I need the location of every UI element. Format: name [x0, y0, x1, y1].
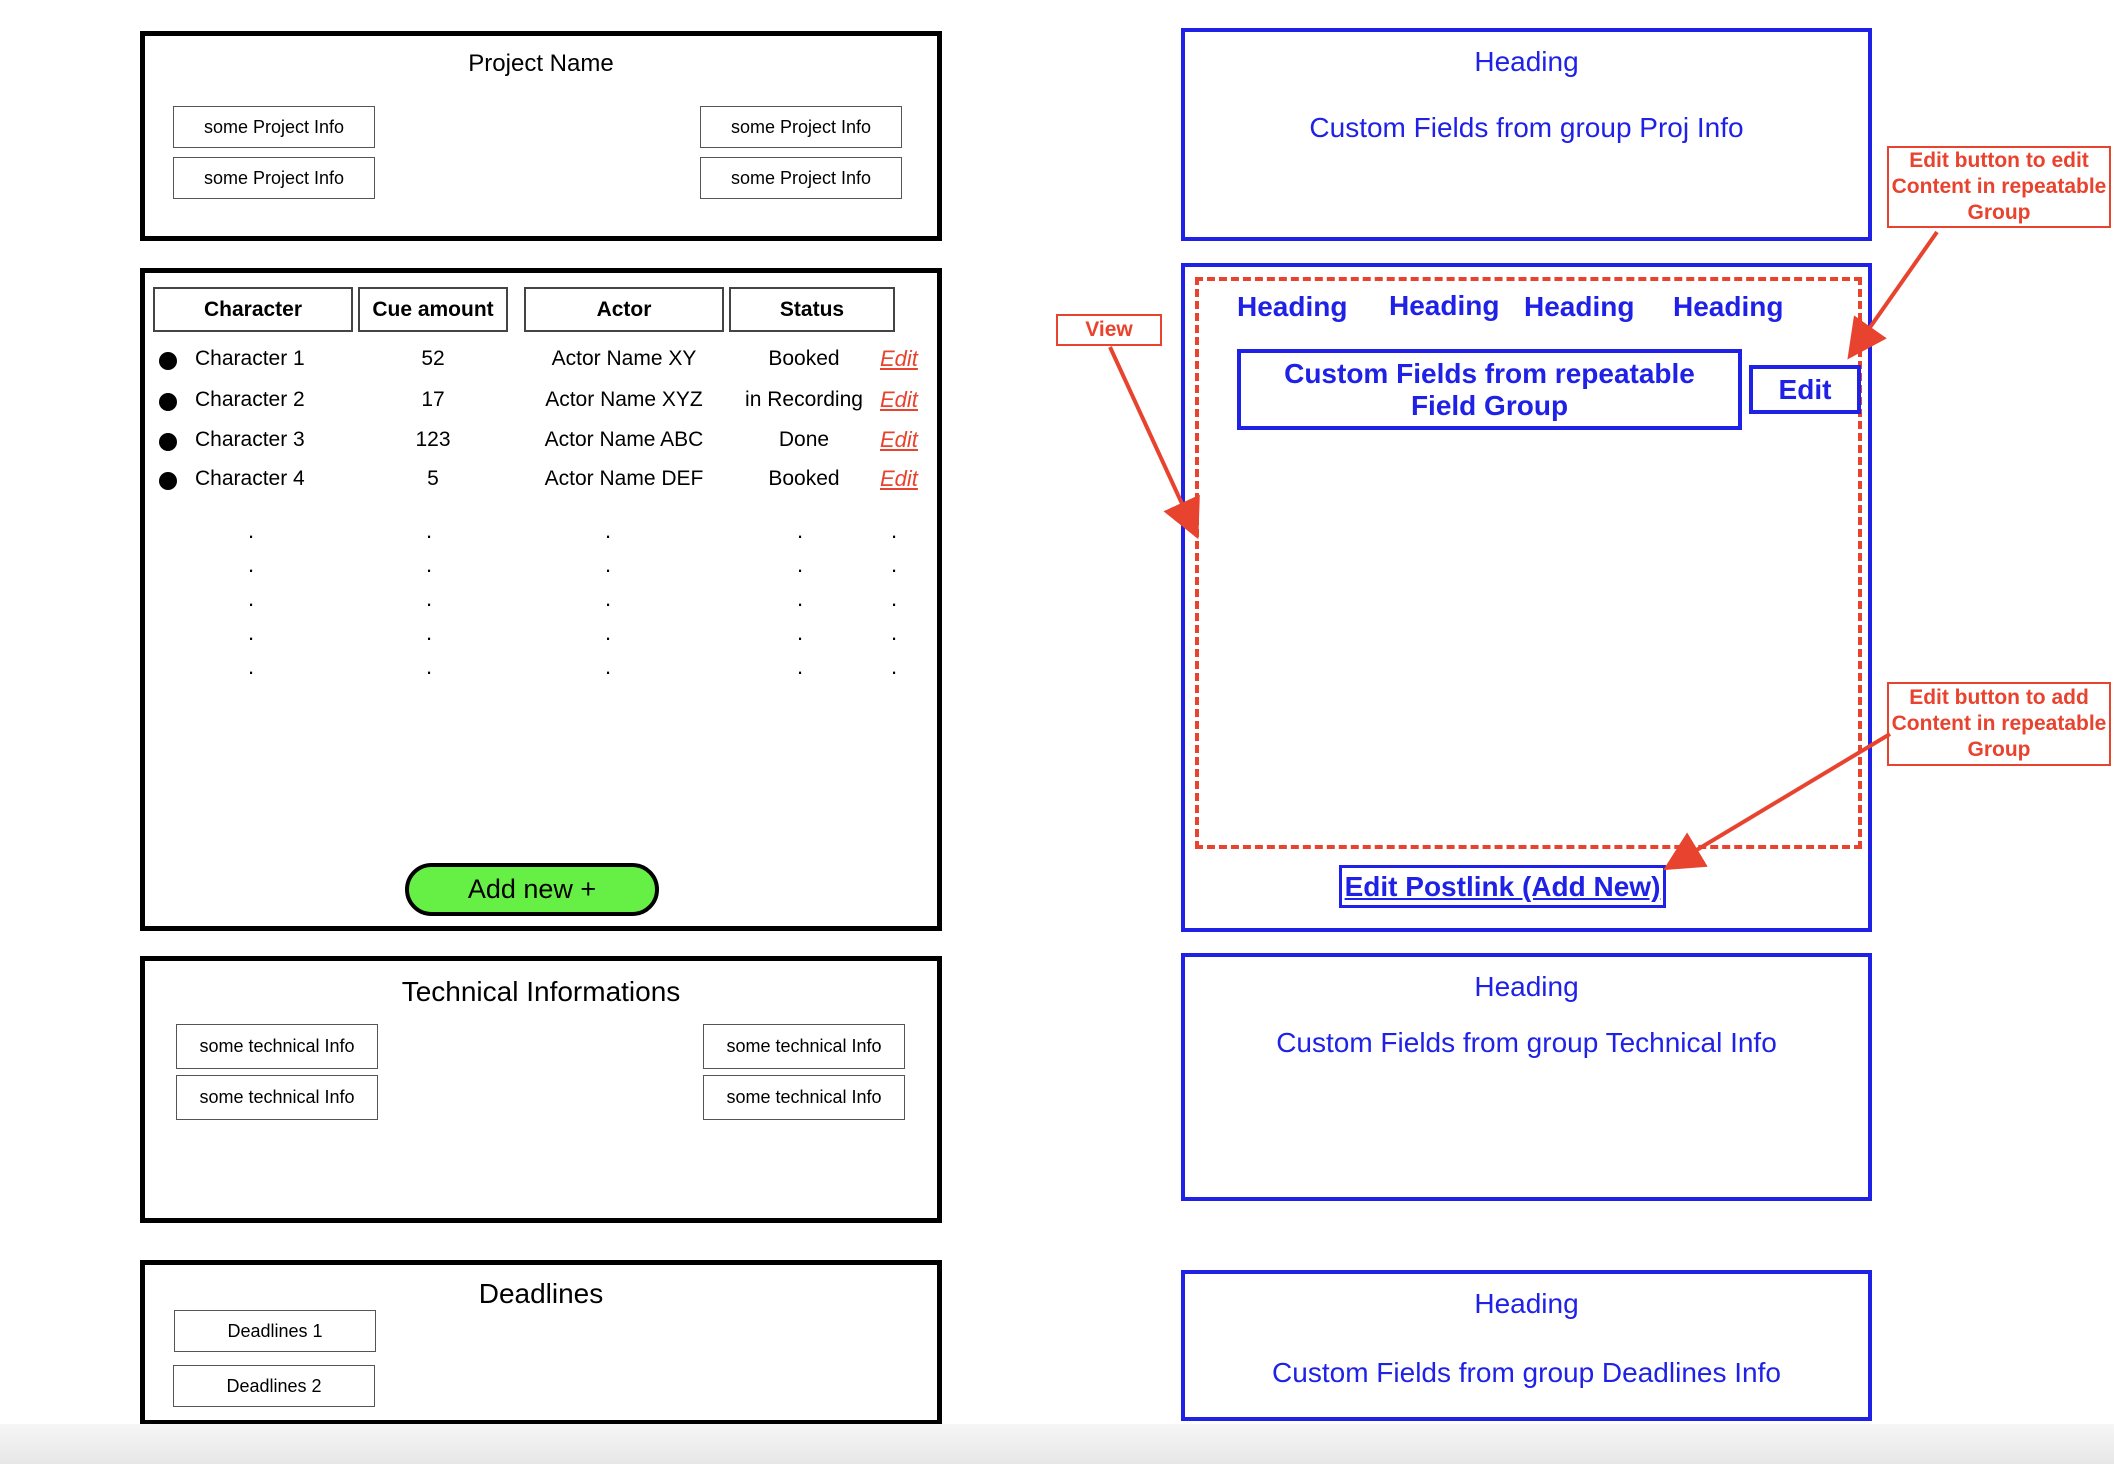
- ellipsis-dot: .: [797, 654, 804, 679]
- ellipsis-dot: .: [426, 518, 433, 543]
- ellipsis-dot: .: [891, 654, 898, 679]
- add-content-annotation: Edit button to add Content in repeatable…: [1887, 682, 2111, 766]
- repeat-heading: Heading: [1524, 291, 1635, 322]
- cue-amount: 5: [427, 467, 439, 490]
- actor-name: Actor Name XY: [551, 347, 697, 370]
- add-content-arrow: [1663, 732, 1892, 871]
- edit-link[interactable]: Edit: [880, 346, 918, 371]
- character-name: Character 4: [195, 467, 305, 490]
- ellipsis-dot: .: [797, 552, 804, 577]
- edit-link[interactable]: Edit: [880, 387, 918, 412]
- project-name-title: Project Name: [468, 50, 614, 77]
- actor-name: Actor Name DEF: [544, 467, 704, 490]
- ellipsis-dot: .: [248, 552, 255, 577]
- continuation-dots: . . . . . . . . . . . . . . . . . . . . …: [145, 518, 937, 679]
- column-header-status: Status: [729, 287, 895, 332]
- deadline-field[interactable]: Deadlines 2: [173, 1365, 375, 1407]
- row-bullet: [159, 352, 177, 370]
- technical-info-panel: Technical Informations some technical In…: [140, 956, 942, 1223]
- add-new-button[interactable]: Add new +: [405, 863, 659, 916]
- ellipsis-dot: .: [605, 586, 612, 611]
- proj-info-heading: Heading: [1474, 46, 1579, 77]
- repeat-heading: Heading: [1673, 291, 1784, 322]
- project-info-field[interactable]: some Project Info: [700, 106, 902, 148]
- ellipsis-dot: .: [426, 620, 433, 645]
- row-bullet: [159, 472, 177, 490]
- column-header-actor: Actor: [524, 287, 724, 332]
- status-value: Done: [778, 428, 830, 451]
- cue-amount: 17: [421, 388, 445, 411]
- ellipsis-dot: .: [426, 552, 433, 577]
- edit-content-annotation: Edit button to edit Content in repeatabl…: [1887, 146, 2111, 228]
- actor-name: Actor Name XYZ: [545, 388, 703, 411]
- repeat-heading: Heading: [1237, 291, 1348, 322]
- character-name: Character 2: [195, 388, 305, 411]
- ellipsis-dot: .: [248, 620, 255, 645]
- ellipsis-dot: .: [605, 654, 612, 679]
- characters-panel: Character Cue amount Actor Status Charac…: [140, 268, 942, 931]
- proj-info-view-panel: Heading Custom Fields from group Proj In…: [1181, 28, 1872, 241]
- cue-amount: 52: [421, 347, 445, 370]
- ellipsis-dot: .: [248, 654, 255, 679]
- edit-button[interactable]: Edit: [1749, 365, 1861, 414]
- deadlines-info-custom-fields: Custom Fields from group Deadlines Info: [1272, 1357, 1781, 1388]
- deadline-field[interactable]: Deadlines 1: [174, 1310, 376, 1352]
- ellipsis-dot: .: [797, 620, 804, 645]
- deadlines-panel: Deadlines Deadlines 1 Deadlines 2: [140, 1260, 942, 1425]
- column-header-character: Character: [153, 287, 353, 332]
- ellipsis-dot: .: [891, 552, 898, 577]
- proj-info-custom-fields: Custom Fields from group Proj Info: [1309, 112, 1744, 143]
- window-bottom-bar: [0, 1424, 2114, 1464]
- technical-info-custom-fields: Custom Fields from group Technical Info: [1276, 1027, 1777, 1058]
- technical-info-field[interactable]: some technical Info: [176, 1024, 378, 1069]
- ellipsis-dot: .: [605, 552, 612, 577]
- deadlines-info-view-panel: Heading Custom Fields from group Deadlin…: [1181, 1270, 1872, 1421]
- ellipsis-dot: .: [248, 586, 255, 611]
- technical-info-field[interactable]: some technical Info: [703, 1075, 905, 1120]
- technical-info-view-panel: Heading Custom Fields from group Technic…: [1181, 953, 1872, 1201]
- status-value: Booked: [768, 467, 840, 490]
- edit-content-arrow: [1847, 230, 1939, 360]
- ellipsis-dot: .: [605, 518, 612, 543]
- technical-info-field[interactable]: some technical Info: [703, 1024, 905, 1069]
- repeatable-custom-fields-box: Custom Fields from repeatable Field Grou…: [1237, 349, 1742, 430]
- project-info-field[interactable]: some Project Info: [173, 106, 375, 148]
- character-name: Character 3: [195, 428, 305, 451]
- technical-info-title: Technical Informations: [401, 976, 681, 1007]
- technical-info-field[interactable]: some technical Info: [176, 1075, 378, 1120]
- project-name-panel: Project Name some Project Info some Proj…: [140, 31, 942, 241]
- view-area: [1195, 277, 1862, 849]
- repeat-heading: Heading: [1389, 290, 1500, 321]
- view-arrow: [1108, 346, 1200, 540]
- repeatable-group-panel: Heading Heading Heading Heading Custom F…: [1181, 263, 1872, 932]
- view-annotation: View: [1056, 314, 1162, 346]
- deadlines-title: Deadlines: [478, 1278, 604, 1309]
- edit-link[interactable]: Edit: [880, 427, 918, 452]
- ellipsis-dot: .: [797, 586, 804, 611]
- deadlines-info-heading: Heading: [1474, 1288, 1579, 1319]
- status-value: Booked: [768, 347, 840, 370]
- row-bullet: [159, 433, 177, 451]
- ellipsis-dot: .: [891, 620, 898, 645]
- edit-link[interactable]: Edit: [880, 466, 918, 491]
- status-value: in Recording: [745, 388, 863, 411]
- project-info-field[interactable]: some Project Info: [700, 157, 902, 199]
- actor-name: Actor Name ABC: [544, 428, 704, 451]
- character-name: Character 1: [195, 347, 305, 370]
- row-bullet: [159, 393, 177, 411]
- project-info-field[interactable]: some Project Info: [173, 157, 375, 199]
- technical-info-heading: Heading: [1474, 971, 1579, 1002]
- ellipsis-dot: .: [248, 518, 255, 543]
- ellipsis-dot: .: [426, 654, 433, 679]
- ellipsis-dot: .: [891, 586, 898, 611]
- edit-postlink-button[interactable]: Edit Postlink (Add New): [1339, 865, 1666, 908]
- cue-amount: 123: [415, 428, 451, 451]
- ellipsis-dot: .: [891, 518, 898, 543]
- column-header-cue-amount: Cue amount: [358, 287, 508, 332]
- ellipsis-dot: .: [426, 586, 433, 611]
- ellipsis-dot: .: [605, 620, 612, 645]
- ellipsis-dot: .: [797, 518, 804, 543]
